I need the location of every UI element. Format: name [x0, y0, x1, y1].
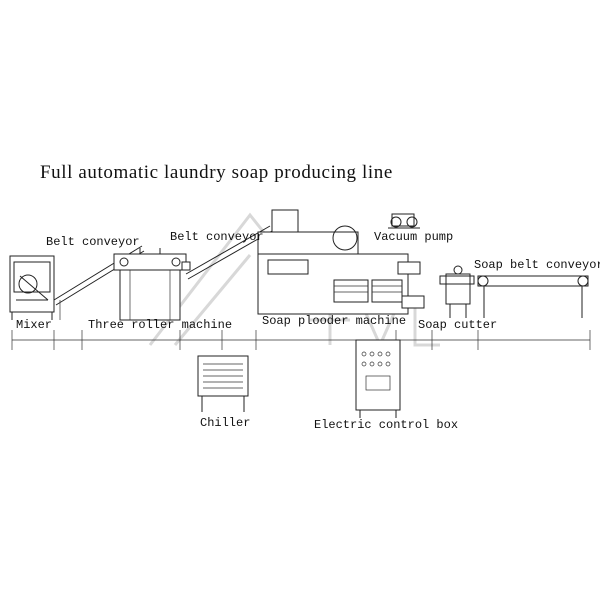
label-electric-control-box: Electric control box	[314, 418, 458, 432]
label-three-roller-machine: Three roller machine	[88, 318, 232, 332]
mixer-machine	[9, 255, 55, 320]
station-divider-line	[11, 330, 591, 350]
label-belt-conveyor-1: Belt conveyor	[46, 235, 140, 249]
vacuum-pump	[388, 213, 420, 229]
chiller	[197, 355, 249, 412]
label-soap-cutter: Soap cutter	[418, 318, 497, 332]
label-belt-conveyor-2: Belt conveyor	[170, 230, 264, 244]
label-mixer: Mixer	[16, 318, 52, 332]
soap-plodder-machine	[257, 209, 425, 315]
electric-control-box	[355, 339, 401, 418]
label-chiller: Chiller	[200, 416, 250, 430]
soap-belt-conveyor	[477, 275, 589, 318]
diagram-title: Full automatic laundry soap producing li…	[40, 162, 393, 183]
label-vacuum-pump: Vacuum pump	[374, 230, 453, 244]
label-soap-belt-conveyor: Soap belt conveyor	[474, 258, 600, 272]
soap-cutter	[439, 265, 475, 318]
three-roller-machine	[113, 248, 191, 321]
label-soap-plodder-machine: Soap plooder machine	[262, 314, 406, 328]
